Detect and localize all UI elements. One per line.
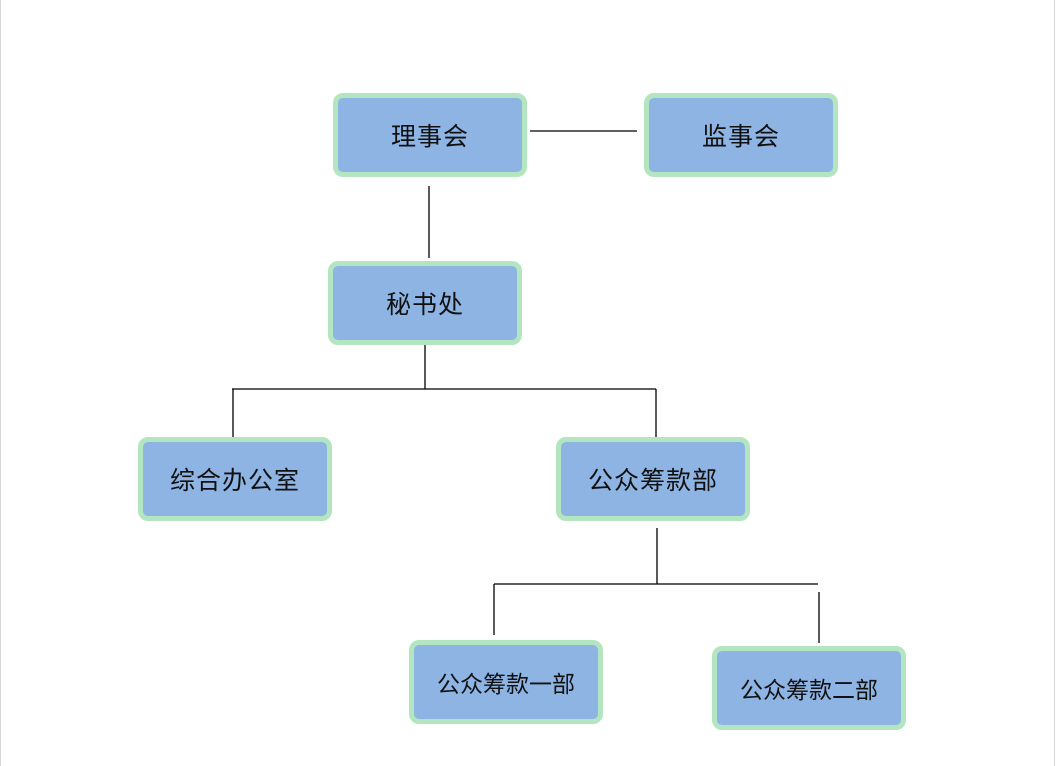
- node-fundraising: 公众筹款部: [556, 437, 750, 521]
- node-fundraising-one: 公众筹款一部: [409, 640, 603, 724]
- page-border-left: [0, 0, 1, 766]
- node-supervisors: 监事会: [644, 93, 838, 177]
- node-fundraising-two: 公众筹款二部: [712, 646, 906, 730]
- node-general-office: 综合办公室: [138, 437, 332, 521]
- node-board: 理事会: [333, 93, 527, 177]
- page-border-right: [1054, 0, 1055, 766]
- node-secretariat: 秘书处: [328, 261, 522, 345]
